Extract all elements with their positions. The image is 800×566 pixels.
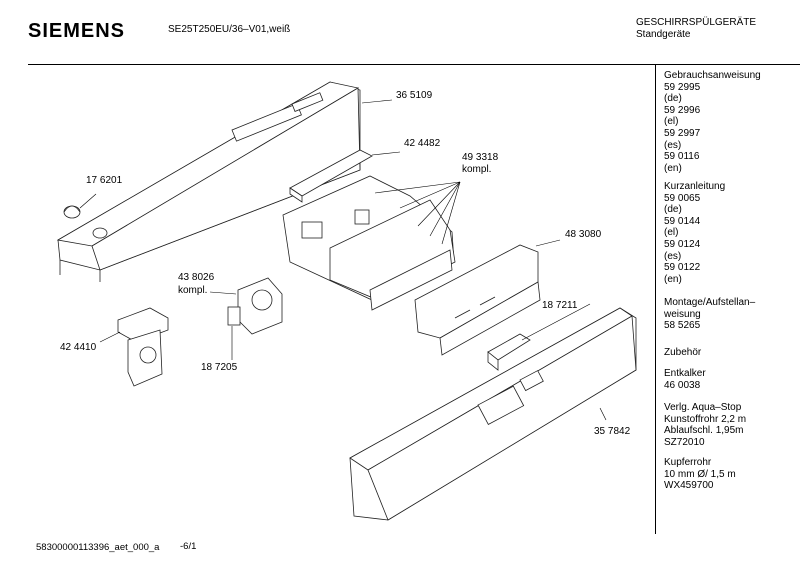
sidebar-line: (de) xyxy=(664,204,682,216)
brand-logo: SIEMENS xyxy=(28,20,126,42)
sidebar-line: Gebrauchsanweisung xyxy=(664,70,761,81)
sidebar-line: Entkalker xyxy=(664,368,706,379)
part-label-424410: 42 4410 xyxy=(60,342,97,353)
sidebar-line: 46 0038 xyxy=(664,379,701,391)
sidebar-line: SZ72010 xyxy=(664,436,705,448)
sidebar-installation: Montage/Aufstellan– weisung 58 5265 xyxy=(664,297,796,332)
sidebar-descaler: Entkalker 46 0038 xyxy=(664,368,796,391)
part-label-493318-kompl: kompl. xyxy=(462,164,492,175)
part-label-176201: 17 6201 xyxy=(86,175,123,186)
sidebar-line: Verlg. Aqua–Stop xyxy=(664,402,742,413)
sidebar-line: weisung xyxy=(664,308,701,320)
appliance-category: GESCHIRRSPÜLGERÄTE xyxy=(636,17,757,28)
sidebar-line: Kupferrohr xyxy=(664,457,712,468)
part-label-357842: 35 7842 xyxy=(594,426,631,437)
sidebar-line: WX459700 xyxy=(664,480,714,492)
sidebar-line: 59 2997 xyxy=(664,127,701,139)
pcb-part xyxy=(282,175,456,311)
sidebar-line: 59 0116 xyxy=(664,151,700,163)
part-label-424482: 42 4482 xyxy=(404,138,441,149)
sidebar-line: 10 mm Ø/ 1,5 m xyxy=(664,468,736,480)
sidebar-line: Ablaufschl. 1,95m xyxy=(664,425,744,437)
knob-part xyxy=(63,205,81,219)
display-strip-part xyxy=(289,149,373,203)
header-rule xyxy=(28,64,800,65)
part-label-493318: 49 3318 xyxy=(462,152,499,163)
sidebar-line: (en) xyxy=(664,273,682,285)
sidebar-short-guide: Kurzanleitung 59 0065 (de) 59 0144 (el) … xyxy=(664,181,796,285)
appliance-subcategory: Standgeräte xyxy=(636,29,691,40)
control-panel-part xyxy=(56,81,361,282)
sidebar-line: 58 5265 xyxy=(664,320,701,332)
part-label-483080: 48 3080 xyxy=(565,229,602,240)
sidebar-accessories: Zubehör xyxy=(664,347,796,359)
relay-part xyxy=(487,333,531,371)
part-label-438026-kompl: kompl. xyxy=(178,285,208,296)
sidebar-line: (el) xyxy=(664,116,679,128)
sidebar-line: 59 0124 xyxy=(664,238,701,250)
sidebar-line: (es) xyxy=(664,250,682,262)
sidebar-line: 59 2996 xyxy=(664,104,701,116)
part-label-187211: 18 7211 xyxy=(542,300,578,311)
model-number: SE25T250EU/36–V01,weiß xyxy=(168,24,291,35)
sidebar-line: 59 0144 xyxy=(664,215,701,227)
leader-lines xyxy=(79,99,607,421)
sidebar-manual: Gebrauchsanweisung 59 2995 (de) 59 2996 … xyxy=(664,70,796,174)
document-code: 58300000113396_aet_000_a xyxy=(36,542,160,553)
exploded-parts-diagram xyxy=(56,81,637,521)
sidebar-line: 59 0122 xyxy=(664,262,701,274)
sidebar-line: Montage/Aufstellan– xyxy=(664,297,756,308)
sidebar-line: (de) xyxy=(664,93,682,105)
sidebar-line: Zubehör xyxy=(664,347,702,358)
base-housing-part xyxy=(349,307,637,521)
sidebar-line: (es) xyxy=(664,139,682,151)
sidebar-divider xyxy=(655,64,656,534)
part-label-438026: 43 8026 xyxy=(178,272,215,283)
part-label-365109: 36 5109 xyxy=(396,90,433,101)
sidebar-line: 59 2995 xyxy=(664,81,701,93)
sidebar-line: 59 0065 xyxy=(664,192,701,204)
cover-part xyxy=(414,244,541,356)
sidebar-aquastop: Verlg. Aqua–Stop Kunstoffrohr 2,2 m Abla… xyxy=(664,402,796,448)
sidebar-line: (el) xyxy=(664,227,679,239)
sidebar-line: Kurzanleitung xyxy=(664,181,726,192)
page-number: -6/1 xyxy=(180,541,197,552)
pump-assembly-part xyxy=(227,277,283,335)
sidebar-line: Kunstoffrohr 2,2 m xyxy=(664,413,747,425)
sidebar-line: (en) xyxy=(664,162,682,174)
valve-part xyxy=(117,307,169,387)
part-label-187205: 18 7205 xyxy=(201,362,238,373)
sidebar-copper-pipe: Kupferrohr 10 mm Ø/ 1,5 m WX459700 xyxy=(664,457,796,492)
